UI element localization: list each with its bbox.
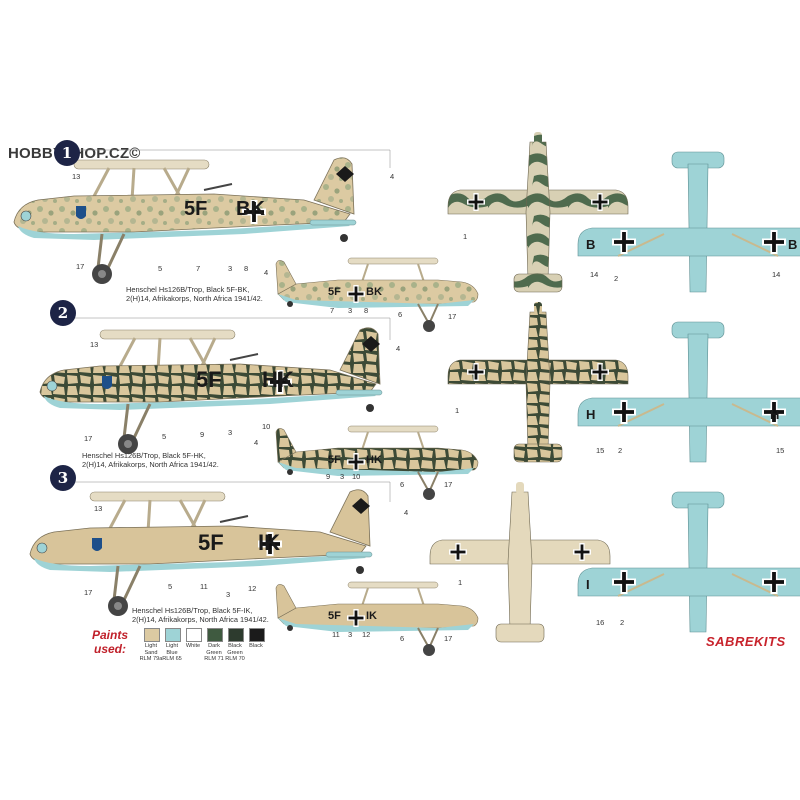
scheme-3-aircraft	[29, 482, 800, 656]
code-1-right: BK	[236, 198, 265, 220]
wing-letter-2-left: H	[586, 407, 596, 422]
code-1-left: 5F	[184, 198, 208, 220]
paint-swatch	[186, 628, 202, 642]
small-code-1-right: BK	[366, 286, 382, 298]
paint-swatch	[207, 628, 223, 642]
scheme-number-2: 2	[50, 300, 76, 326]
wing-letter-3-left: I	[586, 577, 590, 592]
scheme-number-1: 1	[54, 140, 80, 166]
paint-swatch	[228, 628, 244, 642]
small-code-2-left: 5F	[328, 454, 341, 466]
scheme-number-3: 3	[50, 465, 76, 491]
sabrekits-logo: SABREKITS	[706, 634, 786, 649]
caption-1: Henschel Hs126B/Trop, Black 5F-BK,2(H)14…	[126, 285, 263, 303]
code-2-left: 5F	[196, 367, 222, 392]
wing-letter-1-right: B	[788, 237, 798, 252]
paint-swatch	[165, 628, 181, 642]
paint-swatch-label: White	[185, 643, 201, 649]
wing-letter-1-left: B	[586, 237, 596, 252]
paint-swatch-label: Black	[249, 643, 263, 649]
code-3-left: 5F	[198, 530, 224, 555]
caption-3: Henschel Hs126B/Trop, Black 5F-IK,2(H)14…	[132, 606, 269, 624]
small-code-2-right: HK	[366, 454, 382, 466]
code-3-right: IK	[258, 530, 280, 555]
scheme-1-aircraft	[13, 132, 800, 332]
small-code-3-left: 5F	[328, 610, 341, 622]
paint-swatch	[144, 628, 160, 642]
small-code-1-left: 5F	[328, 286, 341, 298]
code-2-right: HK	[262, 367, 294, 392]
scheme-2-aircraft	[39, 302, 800, 500]
small-code-3-right: IK	[366, 610, 377, 622]
paint-swatch	[249, 628, 265, 642]
wing-letter-2-right: H	[770, 407, 780, 422]
caption-2: Henschel Hs126B/Trop, Black 5F-HK,2(H)14…	[82, 451, 219, 469]
